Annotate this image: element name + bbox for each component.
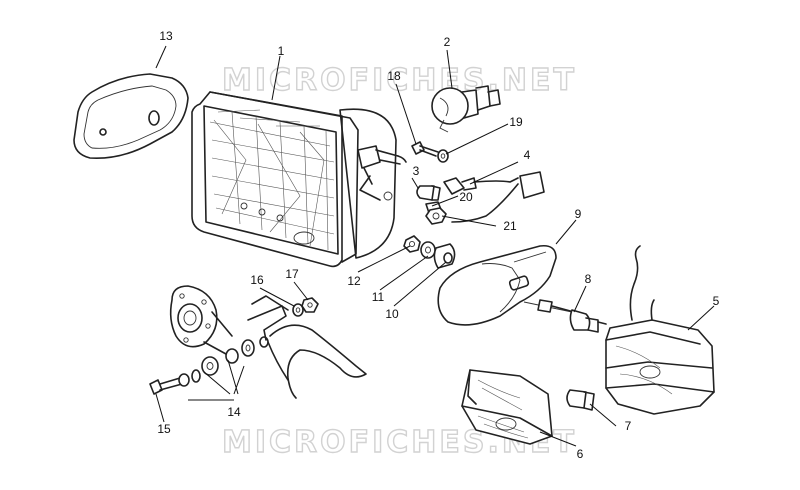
parking-bulb (416, 185, 441, 201)
screw-18 (411, 141, 439, 157)
bracket-spacer-set (169, 285, 367, 399)
callout-18: 18 (387, 69, 401, 83)
headlight (191, 91, 407, 268)
callout-6: 6 (577, 447, 584, 461)
watermark-top: MICROFICHES.NET (222, 63, 577, 98)
callout-13: 13 (159, 29, 173, 43)
callout-15: 15 (157, 422, 171, 436)
callout-4: 4 (524, 148, 531, 162)
screw (149, 369, 201, 395)
rubber-washer (433, 243, 456, 269)
callout-5: 5 (713, 294, 720, 308)
callout-3: 3 (413, 164, 420, 178)
callout-7: 7 (625, 419, 632, 433)
washer-small (292, 303, 304, 317)
callout-19: 19 (509, 115, 523, 129)
headlight-bulb (431, 85, 501, 133)
indicator-bulb (566, 389, 595, 411)
callout-8: 8 (585, 272, 592, 286)
nut-21 (425, 207, 447, 225)
callout-14: 14 (227, 405, 241, 419)
callout-12: 12 (347, 274, 361, 288)
washer (420, 241, 436, 259)
callouts: 13 1 2 18 19 4 3 20 9 21 12 8 16 17 11 5… (157, 29, 719, 461)
indicator-housing (437, 244, 557, 326)
callout-2: 2 (444, 35, 451, 49)
indicator-stalk-bolt (523, 299, 607, 333)
washer-19 (437, 149, 449, 163)
nut-small (301, 297, 319, 313)
callout-11: 11 (372, 290, 385, 304)
callout-16: 16 (250, 273, 264, 287)
rear-turn-indicator (605, 245, 715, 415)
callout-17: 17 (285, 267, 299, 281)
leader-lines (155, 45, 715, 447)
nut (403, 235, 421, 253)
headlight-rim (73, 73, 189, 160)
callout-1: 1 (278, 44, 285, 58)
callout-10: 10 (385, 307, 399, 321)
callout-20: 20 (459, 190, 473, 204)
callout-9: 9 (575, 207, 582, 221)
callout-21: 21 (503, 219, 517, 233)
front-turn-indicator (461, 369, 553, 445)
bulb-socket-wire (443, 171, 545, 223)
